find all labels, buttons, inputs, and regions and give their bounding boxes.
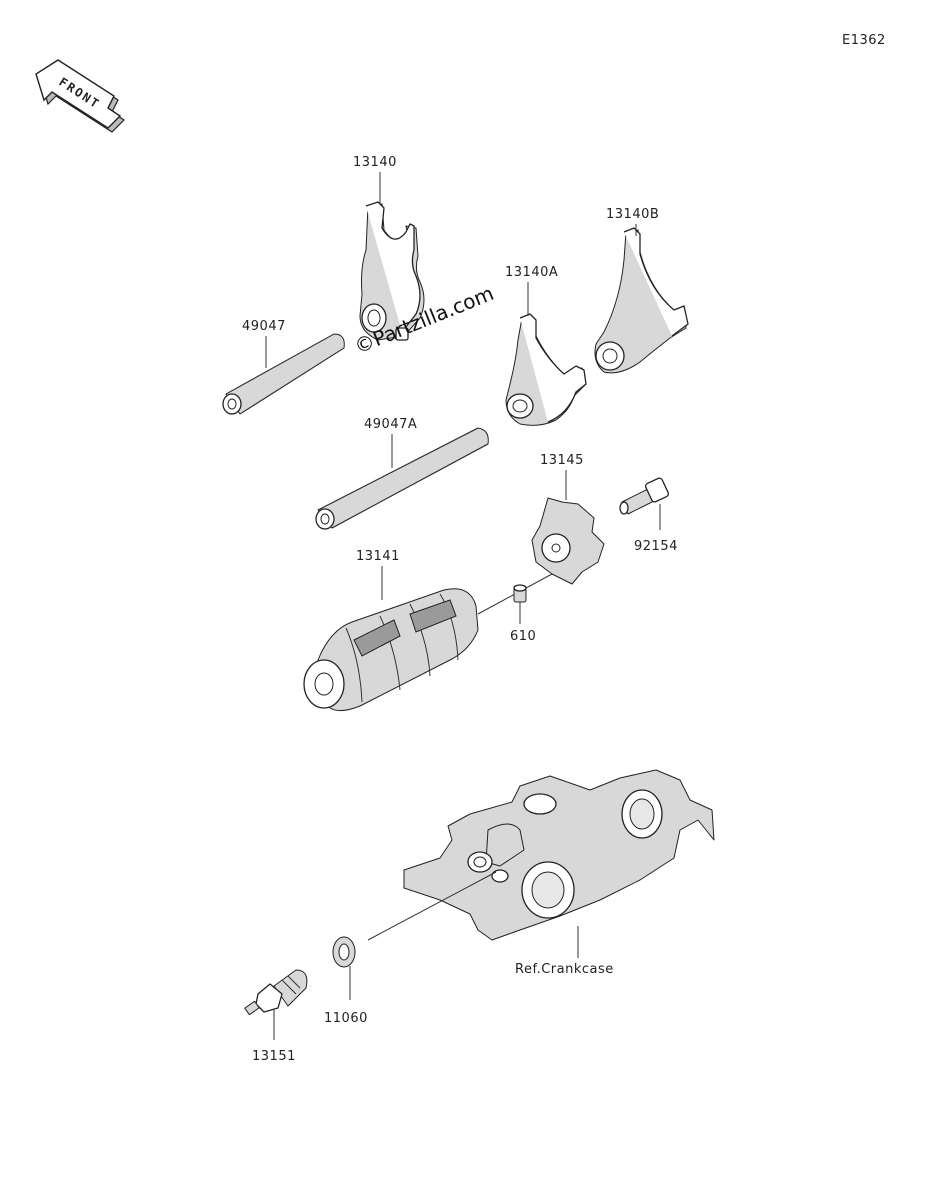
shaft-49047A xyxy=(315,427,489,530)
shift-fork-13140A xyxy=(505,313,587,426)
part-label-610[interactable]: 610 xyxy=(510,629,536,644)
reference-label: Ref.Crankcase xyxy=(515,962,614,977)
washer-11060 xyxy=(332,936,356,968)
star-plate-13145 xyxy=(531,497,605,585)
part-label-13151[interactable]: 13151 xyxy=(252,1049,296,1064)
bolt-92154 xyxy=(619,477,670,515)
part-label-13140[interactable]: 13140 xyxy=(353,155,397,170)
part-label-13141[interactable]: 13141 xyxy=(356,549,400,564)
shift-fork-13140B xyxy=(594,227,689,374)
part-label-13145[interactable]: 13145 xyxy=(540,453,584,468)
pin-610 xyxy=(513,584,527,603)
part-label-92154[interactable]: 92154 xyxy=(634,539,678,554)
part-label-13140A[interactable]: 13140A xyxy=(505,265,558,280)
part-label-11060[interactable]: 11060 xyxy=(324,1011,368,1026)
front-arrow-icon: FRONT xyxy=(35,59,125,133)
shift-fork-13140 xyxy=(359,201,425,341)
part-label-49047A[interactable]: 49047A xyxy=(364,417,417,432)
part-label-13140B[interactable]: 13140B xyxy=(606,207,659,222)
sensor-13151 xyxy=(244,969,308,1016)
crankcase-reference xyxy=(403,769,715,941)
shaft-49047 xyxy=(222,333,345,415)
shift-drum-13141 xyxy=(303,588,479,712)
diagram-id: E1362 xyxy=(842,33,886,48)
part-label-49047[interactable]: 49047 xyxy=(242,319,286,334)
